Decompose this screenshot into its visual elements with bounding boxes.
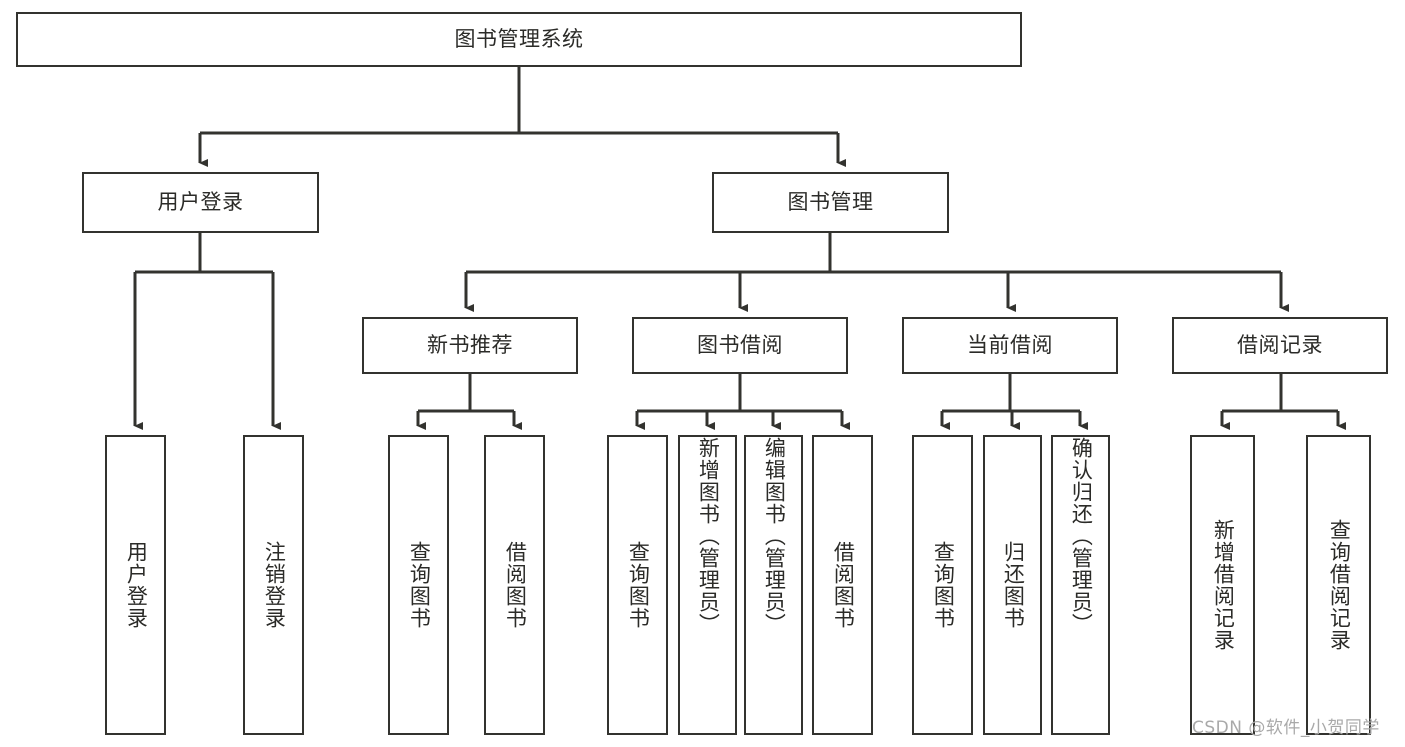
node-user-login-label: 用户登录 <box>157 189 244 214</box>
leaf-add-borrow-record-label: 新增借阅记录 <box>1211 519 1236 651</box>
leaf-query-book-recommend-label: 查询图书 <box>407 541 432 629</box>
leaf-logout-label: 注销登录 <box>262 541 287 629</box>
leaf-confirm-return-admin-label: 确认归还（管理员） <box>1069 437 1094 635</box>
leaf-borrow-book-borrow-label: 借阅图书 <box>831 541 856 629</box>
node-new-book-recommend-label: 新书推荐 <box>427 332 513 357</box>
node-book-management-label: 图书管理 <box>787 189 874 214</box>
leaf-confirm-return-admin[interactable]: 确认归还（管理员） <box>1051 435 1110 735</box>
leaf-query-book-borrow-label: 查询图书 <box>626 541 651 629</box>
watermark-text: CSDN @软件_小贺同学 <box>1192 718 1380 738</box>
node-borrow-record-label: 借阅记录 <box>1237 332 1323 357</box>
leaf-edit-book-admin-label: 编辑图书（管理员） <box>762 437 787 635</box>
node-book-borrow-label: 图书借阅 <box>697 332 783 357</box>
leaf-borrow-book-borrow[interactable]: 借阅图书 <box>812 435 873 735</box>
node-new-book-recommend[interactable]: 新书推荐 <box>362 317 578 374</box>
leaf-query-book-recommend[interactable]: 查询图书 <box>388 435 449 735</box>
node-borrow-record[interactable]: 借阅记录 <box>1172 317 1388 374</box>
node-book-management[interactable]: 图书管理 <box>712 172 949 233</box>
leaf-user-login-label: 用户登录 <box>124 541 149 629</box>
leaf-borrow-book-recommend[interactable]: 借阅图书 <box>484 435 545 735</box>
node-current-borrow-label: 当前借阅 <box>967 332 1053 357</box>
node-book-borrow[interactable]: 图书借阅 <box>632 317 848 374</box>
leaf-query-book-current[interactable]: 查询图书 <box>912 435 973 735</box>
leaf-query-borrow-record[interactable]: 查询借阅记录 <box>1306 435 1371 735</box>
node-current-borrow[interactable]: 当前借阅 <box>902 317 1118 374</box>
root-node-book-management-system[interactable]: 图书管理系统 <box>16 12 1022 67</box>
root-node-label: 图书管理系统 <box>454 26 584 51</box>
leaf-return-book[interactable]: 归还图书 <box>983 435 1042 735</box>
leaf-logout[interactable]: 注销登录 <box>243 435 304 735</box>
leaf-query-book-borrow[interactable]: 查询图书 <box>607 435 668 735</box>
node-user-login[interactable]: 用户登录 <box>82 172 319 233</box>
leaf-query-borrow-record-label: 查询借阅记录 <box>1327 519 1352 651</box>
leaf-add-book-admin-label: 新增图书（管理员） <box>696 437 721 635</box>
leaf-query-book-current-label: 查询图书 <box>931 541 956 629</box>
leaf-return-book-label: 归还图书 <box>1001 541 1026 629</box>
leaf-edit-book-admin[interactable]: 编辑图书（管理员） <box>744 435 803 735</box>
leaf-borrow-book-recommend-label: 借阅图书 <box>503 541 528 629</box>
leaf-user-login[interactable]: 用户登录 <box>105 435 166 735</box>
leaf-add-book-admin[interactable]: 新增图书（管理员） <box>678 435 737 735</box>
leaf-add-borrow-record[interactable]: 新增借阅记录 <box>1190 435 1255 735</box>
